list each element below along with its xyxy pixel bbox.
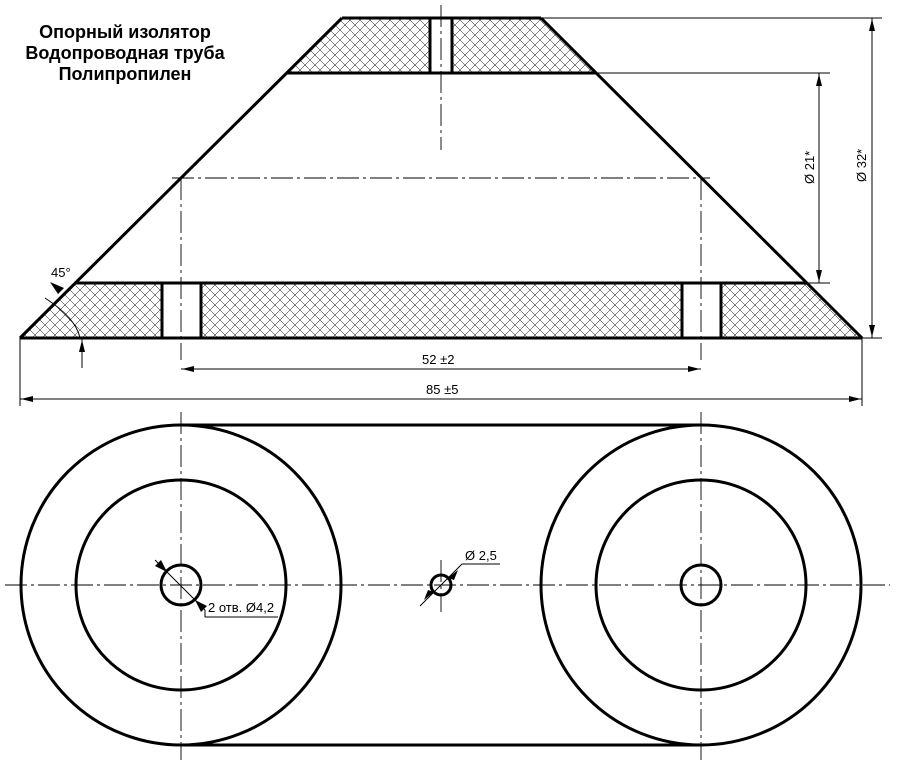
top-cap-section (287, 16, 596, 75)
overall-length-label: 85 ±5 (426, 382, 458, 397)
title-application: Водопроводная труба (25, 43, 225, 63)
inner-diameter-dimension: Ø 21* (596, 72, 830, 284)
angle-dimension: 45° (44, 265, 85, 368)
title-block: Опорный изолятор Водопроводная труба Пол… (0, 22, 250, 85)
title-part-name: Опорный изолятор (39, 22, 211, 42)
outer-diameter-label: Ø 32* (854, 149, 869, 182)
mount-hole-callout: 2 отв. Ø4,2 (154, 559, 278, 618)
plan-view: 2 отв. Ø4,2 Ø 2,5 (5, 412, 890, 760)
mount-hole-label: 2 отв. Ø4,2 (208, 600, 274, 615)
front-section-view: 45° Ø 21* Ø 32* 52 ±2 (18, 5, 882, 406)
front-center-lines (172, 5, 710, 360)
overall-length-dimension: 85 ±5 (19, 338, 863, 406)
hole-spacing-dimension: 52 ±2 (181, 352, 701, 372)
base-plate-section (20, 281, 862, 340)
title-material: Полипропилен (58, 64, 192, 84)
angle-label: 45° (51, 265, 71, 280)
small-hole-label: Ø 2,5 (465, 548, 497, 563)
hole-spacing-label: 52 ±2 (422, 352, 454, 367)
plan-center-lines (5, 412, 890, 760)
small-hole-callout: Ø 2,5 (419, 548, 500, 607)
outer-diameter-dimension: Ø 32* (541, 17, 882, 339)
inner-diameter-label: Ø 21* (802, 151, 817, 184)
